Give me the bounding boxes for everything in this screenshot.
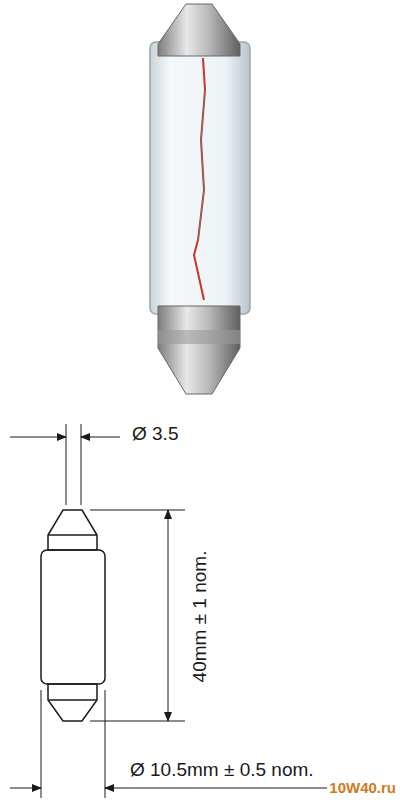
dimension-label: Ø 3.5 (132, 424, 178, 443)
dimension-lines (10, 424, 345, 798)
dimension-label: Ø 10.5mm ± 0.5 nom. (130, 760, 314, 779)
dimension-label: 40mm ± 1 nom. (190, 550, 209, 682)
bulb-photo (150, 4, 250, 394)
bulb-outline (41, 510, 105, 721)
watermark: 10W40.ru (327, 779, 398, 796)
